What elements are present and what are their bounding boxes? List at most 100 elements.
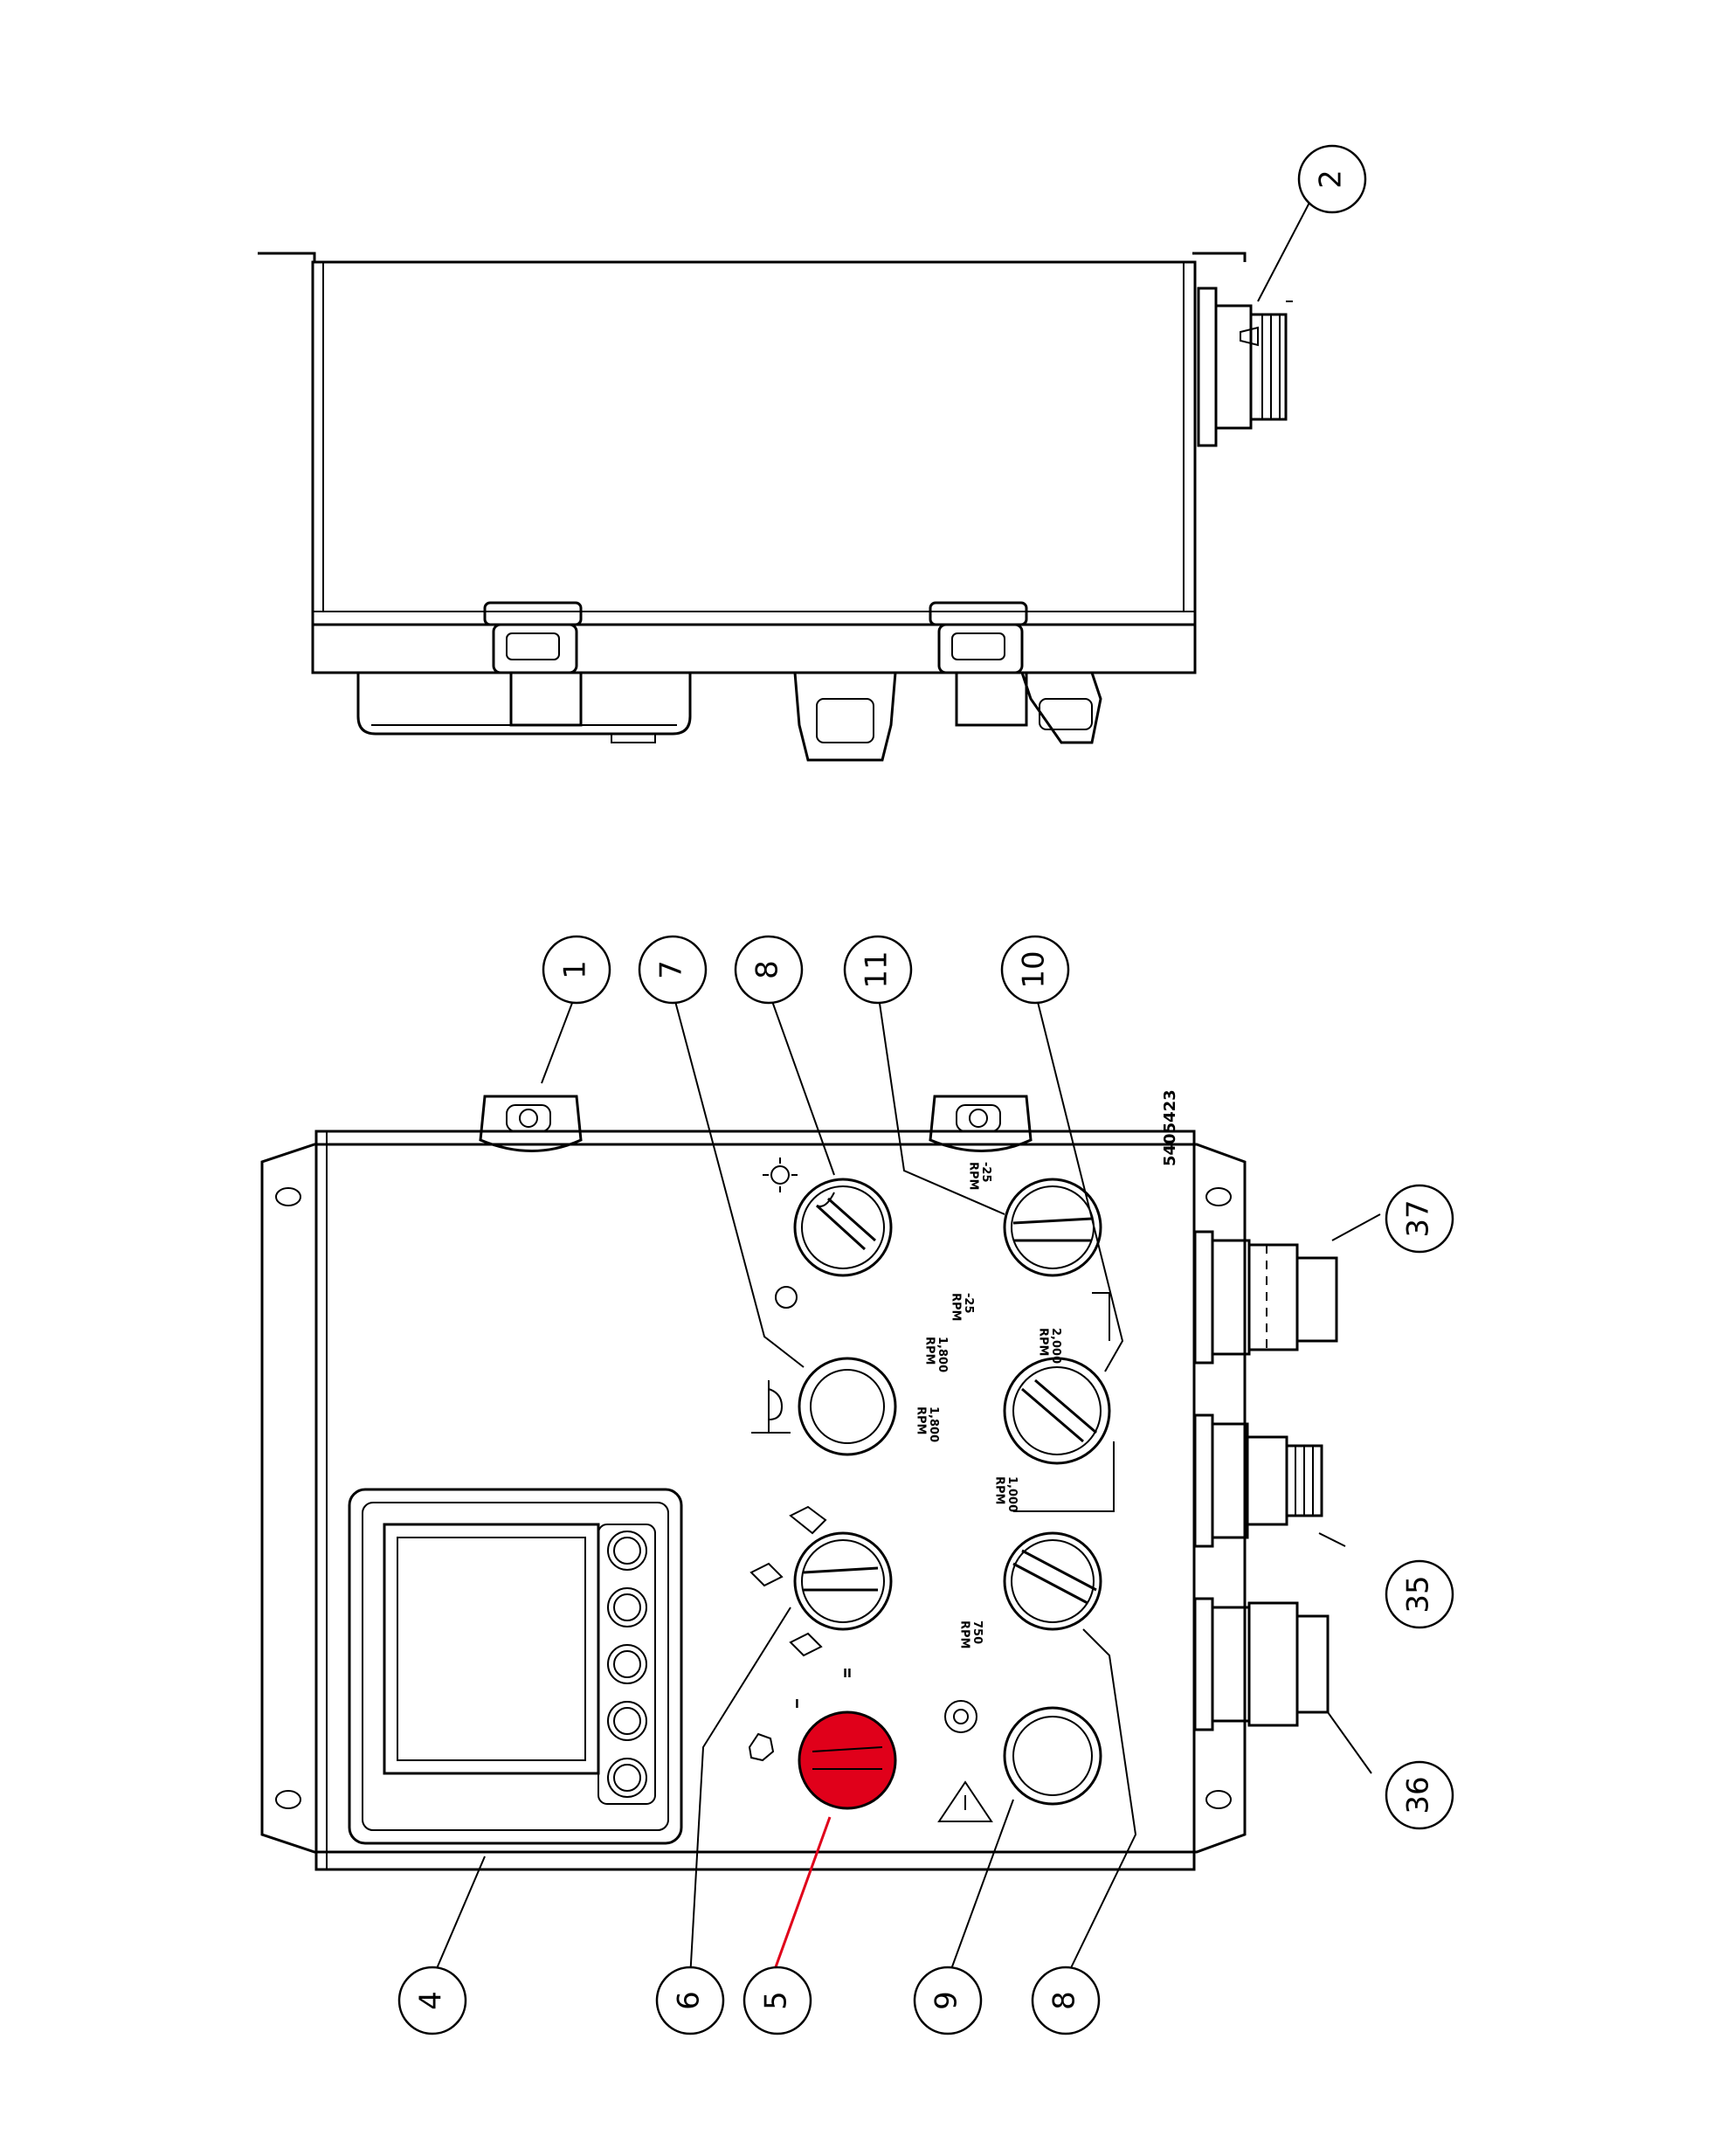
selector-6	[749, 1505, 893, 1657]
display-button	[607, 1701, 647, 1741]
leader-9	[947, 1799, 1014, 1980]
callout-circle	[1385, 1184, 1454, 1254]
callout-c8b: 8	[1031, 1966, 1101, 2035]
callout-number: 37	[1401, 1199, 1436, 1237]
callout-circle	[1385, 1559, 1454, 1629]
pushbutton-7	[751, 1357, 897, 1456]
callout-circle	[638, 935, 708, 1005]
leader-7	[672, 991, 805, 1368]
display-button	[607, 1531, 647, 1571]
display-button	[607, 1587, 647, 1627]
label-rpm-750: 750RPM	[958, 1620, 984, 1648]
callout-circle	[1000, 935, 1070, 1005]
callout-number: 8	[750, 960, 785, 979]
label-rpm-2000: 2,000RPM	[1037, 1328, 1062, 1364]
callout-c9: 9	[913, 1966, 983, 2035]
side-view	[258, 252, 1293, 762]
side-rail	[311, 623, 1197, 674]
label-trim-minus: -25RPM	[967, 1162, 992, 1190]
side-selector	[793, 672, 897, 762]
side-connector	[1197, 287, 1293, 447]
leader-11	[877, 991, 1005, 1215]
leader-8-lower	[1065, 1628, 1137, 1980]
leader-5	[771, 1816, 832, 1975]
side-knob	[1020, 672, 1102, 744]
callout-number: 4	[414, 1991, 449, 2010]
display-button-group	[607, 1531, 647, 1798]
callout-c7: 7	[638, 935, 708, 1005]
mount-hole	[1205, 1187, 1232, 1206]
callout-circle	[743, 1966, 812, 2035]
side-latch-right	[929, 601, 1028, 727]
latch-1	[479, 1095, 583, 1152]
side-display-housing	[356, 673, 692, 743]
callout-c8a: 8	[734, 935, 804, 1005]
key-selector-5: I II	[748, 1668, 897, 1810]
part-number: 5405423	[1161, 1089, 1179, 1166]
display-button	[607, 1758, 647, 1798]
connector-37	[1193, 1230, 1338, 1365]
leader-4	[432, 1855, 486, 1980]
callout-circle	[734, 935, 804, 1005]
selector-mark-2: II	[843, 1668, 852, 1681]
mount-hole	[275, 1187, 301, 1206]
callout-c11: 11	[843, 935, 913, 1005]
label-trim-plus: -25RPM	[950, 1293, 975, 1321]
callout-number: 8	[1047, 1991, 1082, 2010]
callout-c36: 36	[1385, 1760, 1454, 1830]
callout-circle	[397, 1966, 467, 2035]
callout-c5: 5	[743, 1966, 812, 2035]
leader-8-upper	[768, 991, 835, 1176]
callout-c10: 10	[1000, 935, 1070, 1005]
callout-c4: 4	[397, 1966, 467, 2035]
leader-10	[1034, 991, 1124, 1372]
callout-number: 36	[1401, 1776, 1436, 1814]
display-button	[607, 1644, 647, 1684]
callout-circle	[843, 935, 913, 1005]
callout-c6: 6	[655, 1966, 725, 2035]
callout-number: 6	[672, 1991, 707, 2010]
callout-number: 2	[1314, 169, 1349, 189]
callout-c1: 1	[542, 935, 611, 1005]
selector-mark-1: I	[795, 1698, 799, 1711]
callout-circle	[655, 1966, 725, 2035]
side-body	[311, 260, 1197, 626]
callout-c35: 35	[1385, 1559, 1454, 1629]
leader-35	[1318, 1532, 1346, 1547]
connector-35	[1193, 1413, 1323, 1548]
leader-37	[1331, 1213, 1381, 1241]
pushbutton-9	[937, 1700, 1102, 1822]
leader-6	[689, 1607, 791, 1980]
display-module	[348, 1488, 683, 1845]
mount-hole	[275, 1790, 301, 1809]
callout-number: 1	[558, 960, 593, 979]
callout-number: 11	[860, 950, 894, 988]
red-selector-knob	[798, 1710, 897, 1810]
callout-circle	[542, 935, 611, 1005]
label-rpm-1000: 1,000RPM	[993, 1476, 1019, 1512]
callout-circle	[1385, 1760, 1454, 1830]
callout-number: 35	[1401, 1575, 1436, 1613]
label-rpm-1800b: 1,800RPM	[915, 1406, 940, 1442]
callout-circle	[913, 1966, 983, 2035]
callout-number: 10	[1017, 950, 1052, 988]
leader-1	[541, 991, 577, 1084]
connector-36	[1193, 1597, 1330, 1731]
callout-number: 9	[929, 1991, 964, 2010]
rotary-knob-8-upper	[763, 1157, 893, 1309]
leader-36	[1327, 1711, 1372, 1774]
front-view: I II -25RPM -25RPM 2,000RPM 1,800	[260, 1089, 1338, 1871]
callout-number: 7	[654, 960, 689, 979]
trim-switch-11: -25RPM -25RPM	[950, 1162, 1102, 1321]
latch-2	[929, 1095, 1033, 1152]
callout-bubbles: 1 2 4 5 6 7 8 8 9 10 11 35 36 37	[397, 144, 1454, 2035]
leader-lines	[432, 200, 1381, 1980]
callout-number: 5	[759, 1991, 794, 2010]
label-rpm-1800a: 1,800RPM	[923, 1337, 949, 1372]
callout-circle	[1031, 1966, 1101, 2035]
side-latch-left	[483, 601, 583, 727]
callout-c37: 37	[1385, 1184, 1454, 1254]
callout-circle	[1297, 144, 1367, 214]
rpm-selector-10: 2,000RPM 1,800RPM 1,800RPM 1,000RPM	[915, 1292, 1115, 1512]
